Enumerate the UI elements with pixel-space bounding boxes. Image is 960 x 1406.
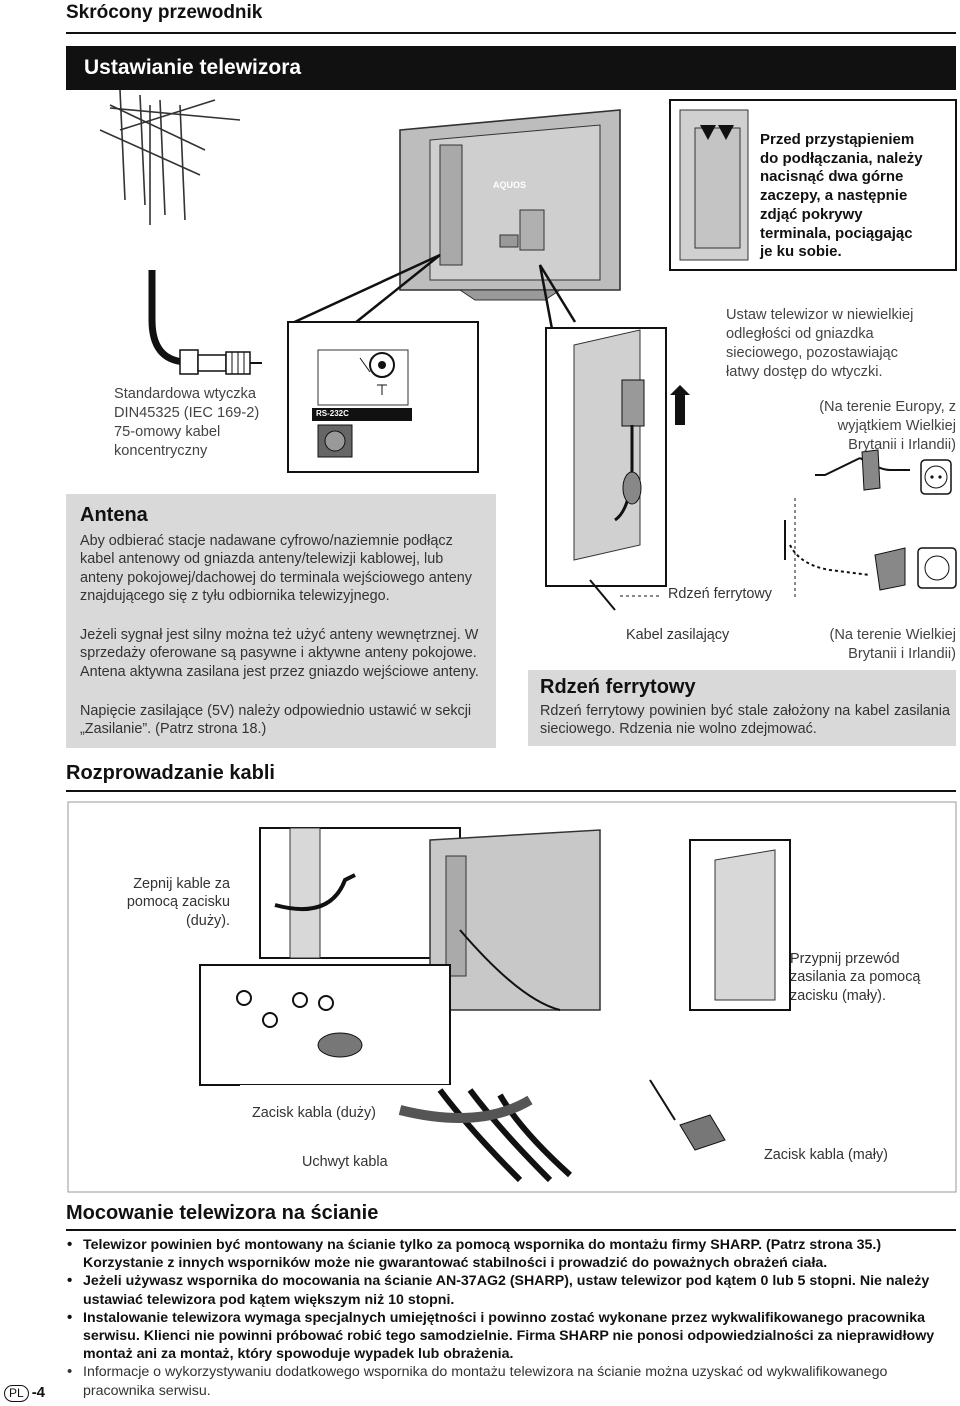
europe-note: (Na terenie Europy, z wyjątkiem Wielkiej… <box>776 398 956 455</box>
terminal-inset <box>287 321 479 473</box>
power-cable-label: Kabel zasilający <box>626 627 730 643</box>
note-line: (Na terenie Wielkiej <box>829 627 956 643</box>
ferrite-text: Rdzeń ferrytowy powinien być stale założ… <box>540 703 950 738</box>
uk-note: (Na terenie Wielkiej Brytanii i Irlandii… <box>776 626 956 664</box>
note-line: terminala, pociągając <box>760 224 913 242</box>
note-line: Brytanii i Irlandii) <box>848 437 956 453</box>
note-line: Przed przystąpieniem <box>760 131 915 148</box>
antenna-paragraph-3: Napięcie zasilające (5V) należy odpowied… <box>80 703 472 738</box>
note-line: je ku sobie. <box>760 243 842 261</box>
note-line: koncentryczny <box>114 443 208 459</box>
note-line: 75-omowy kabel <box>114 424 221 440</box>
header-rule <box>66 32 956 34</box>
list-item: Jeżeli używasz wspornika do mocowania na… <box>66 1272 956 1308</box>
wall-mount-rule <box>66 1229 956 1231</box>
language-badge: PL <box>4 1385 29 1402</box>
note-line: Ustaw telewizor w niewielkiej <box>726 307 914 323</box>
ferrite-core-leaders <box>620 498 796 600</box>
page-header-title: Skrócony przewodnik <box>66 2 263 23</box>
outlet-note: Ustaw telewizor w niewielkiej odległości… <box>726 306 956 382</box>
wall-mount-list: Telewizor powinien być montowany na ścia… <box>66 1236 956 1400</box>
note-line: zaczepy, a następnie <box>760 187 908 205</box>
callout-lines <box>287 253 577 346</box>
page-number: PL-4 <box>4 1384 45 1402</box>
antenna-illustration <box>99 89 241 225</box>
coax-cable <box>148 270 262 375</box>
note-line: (Na terenie Europy, z <box>819 399 956 415</box>
power-cable-line <box>589 520 786 611</box>
note-line: odległości od gniazdka <box>726 326 874 342</box>
zip-large-label: Zepnij kable za pomocą zacisku (duży). <box>126 876 230 929</box>
euro-plug-icon <box>815 449 952 495</box>
rs232c-label: RS-232C <box>316 409 349 418</box>
note-line: Brytanii i Irlandii) <box>848 646 956 662</box>
list-item: Instalowanie telewizora wymaga specjalny… <box>66 1309 956 1364</box>
note-line: do podłączania, należy <box>760 149 923 167</box>
section-title-setup: Ustawianie telewizora <box>84 56 302 79</box>
page-number-value: -4 <box>31 1384 46 1401</box>
note-line: nacisnąć dwa górne <box>760 168 904 186</box>
antenna-info-box: Antena Aby odbierać stacje nadawane cyfr… <box>66 494 496 748</box>
note-line: zdjąć pokrywy <box>760 205 863 223</box>
antenna-paragraph-2: Jeżeli sygnał jest silny można też użyć … <box>80 627 479 680</box>
power-inset <box>545 327 690 587</box>
section-title-cables: Rozprowadzanie kabli <box>66 762 275 784</box>
note-line: łatwy dostęp do wtyczki. <box>726 364 883 380</box>
antenna-paragraph-1: Aby odbierać stacje nadawane cyfrowo/naz… <box>80 533 472 605</box>
section-bar-setup: Ustawianie telewizora <box>66 46 956 90</box>
coax-plug-note: Standardowa wtyczka DIN45325 (IEC 169-2)… <box>114 385 294 461</box>
clamp-large-label: Zacisk kabla (duży) <box>252 1105 376 1121</box>
cover-inset <box>669 99 957 271</box>
cable-management-panel <box>67 801 957 1193</box>
note-line: wyjątkiem Wielkiej <box>837 418 956 434</box>
note-line: DIN45325 (IEC 169-2) <box>114 405 260 421</box>
section-title-wall-mount: Mocowanie telewizora na ścianie <box>66 1202 379 1224</box>
ferrite-heading: Rdzeń ferrytowy <box>540 676 696 698</box>
ferrite-core-label: Rdzeń ferrytowy <box>668 586 772 602</box>
cable-holder-label: Uchwyt kabla <box>302 1154 388 1170</box>
cables-rule <box>66 790 956 792</box>
note-line: sieciowego, pozostawiając <box>726 345 898 361</box>
uk-plug-icon <box>789 544 957 591</box>
tv-brand-label: AQUOS <box>493 180 527 190</box>
ferrite-info-box: Rdzeń ferrytowy Rdzeń ferrytowy powinien… <box>528 670 956 746</box>
list-item: Telewizor powinien być montowany na ścia… <box>66 1236 956 1272</box>
clamp-small-label: Zacisk kabla (mały) <box>764 1147 888 1163</box>
zip-small-label: Przypnij przewód zasilania za pomocą zac… <box>790 951 921 1004</box>
antenna-heading: Antena <box>80 504 148 526</box>
list-item: Informacje o wykorzystywaniu dodatkowego… <box>66 1363 956 1399</box>
tv-back-illustration <box>399 109 621 301</box>
cover-removal-note: Przed przystąpieniem do podłączania, nal… <box>760 131 946 262</box>
note-line: Standardowa wtyczka <box>114 386 256 402</box>
